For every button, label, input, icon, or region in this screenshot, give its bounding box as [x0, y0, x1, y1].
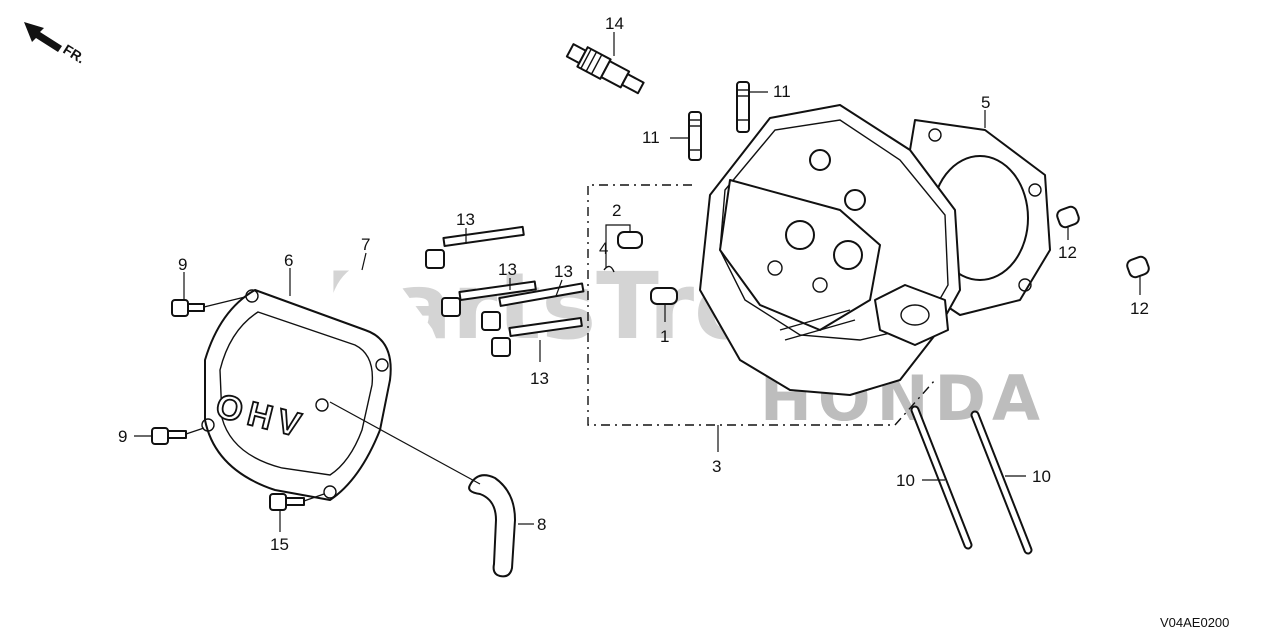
dowel-pin-right-b: [1126, 255, 1150, 279]
callout-8: 8: [537, 515, 546, 534]
valve-cotter-clip: [603, 265, 615, 273]
callout-15: 15: [270, 535, 289, 554]
flange-bolt-d: [491, 317, 583, 357]
cover-bolt-bottom: [269, 493, 305, 511]
callout-10-left: 10: [896, 471, 915, 490]
leader-9-upper-target: [203, 296, 246, 308]
cylinder-head: [699, 104, 961, 396]
callout-13-d: 13: [530, 369, 549, 388]
leader-9-lower-target: [185, 427, 205, 435]
cover-bolt-lower: [151, 427, 187, 445]
spark-plug: [565, 43, 645, 95]
callout-6: 6: [284, 251, 293, 270]
callout-2: 2: [612, 201, 621, 220]
flange-bolt-c: [481, 282, 585, 331]
callout-12-a: 12: [1058, 243, 1077, 262]
callout-12-b: 12: [1130, 299, 1149, 318]
head-cover: OHV: [201, 289, 392, 501]
callout-13-c: 13: [554, 262, 573, 281]
valve-guide-clip: [650, 287, 678, 305]
flange-bolt-b: [441, 280, 537, 317]
long-stud-right: [970, 410, 1033, 555]
stud-bolt-lower: [688, 111, 702, 161]
callout-9-upper: 9: [178, 255, 187, 274]
flange-bolt-a: [425, 225, 525, 269]
cover-bolt-upper: [171, 299, 205, 317]
breather-tube: [468, 474, 516, 578]
callout-13-b: 13: [498, 260, 517, 279]
callout-3: 3: [712, 457, 721, 476]
callout-7: 7: [361, 235, 370, 254]
diagram-code: V04AE0200: [1160, 615, 1229, 630]
callout-4: 4: [599, 239, 608, 258]
front-direction-arrow-icon: [24, 22, 62, 52]
front-direction-label: FR.: [60, 41, 88, 67]
valve-guide-seal: [617, 231, 643, 249]
leader-2: [605, 224, 631, 268]
stud-bolt-upper: [736, 81, 750, 133]
leader-7: [361, 252, 367, 271]
callout-5: 5: [981, 93, 990, 112]
leader-8-target: [329, 401, 481, 485]
callout-14: 14: [605, 14, 624, 33]
dowel-pin-right-a: [1056, 205, 1080, 229]
callout-11-upper: 11: [773, 82, 791, 101]
long-stud-left: [910, 405, 973, 550]
assembly-boundary: [587, 184, 936, 426]
leader-13-c: [555, 279, 563, 297]
callout-13-a: 13: [456, 210, 475, 229]
callout-9-lower: 9: [118, 427, 127, 446]
callout-10-right: 10: [1032, 467, 1051, 486]
leader-15-target: [303, 493, 325, 502]
callout-1: 1: [660, 327, 669, 346]
callout-11-lower: 11: [642, 128, 660, 147]
